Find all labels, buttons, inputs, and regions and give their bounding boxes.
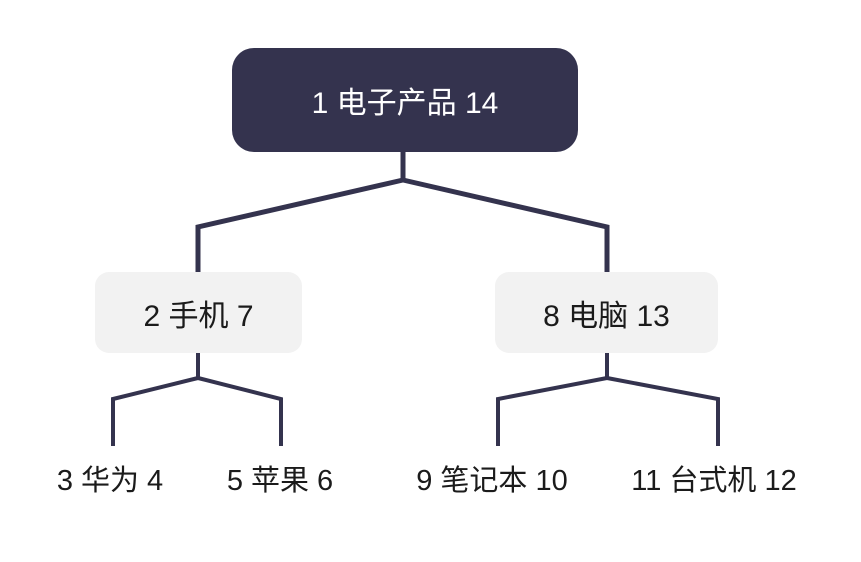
node-leaf-apple[interactable]: 5 苹果 6 [226,465,334,497]
connector-root-to-left-branch [195,177,404,273]
node-leaf-desktop[interactable]: 11 台式机 12 [631,465,797,497]
connector-root-to-right-branch [402,177,610,273]
connector-left-branch-to-leaf-2 [197,376,283,446]
node-leaf-laptop[interactable]: 9 笔记本 10 [416,465,568,497]
node-branch-computer[interactable]: 8 电脑 13 [495,272,718,353]
node-root-electronics[interactable]: 1 电子产品 14 [232,48,578,152]
node-branch-phone[interactable]: 2 手机 7 [95,272,302,353]
connector-left-branch-to-leaf-1 [111,376,199,446]
connector-right-branch-to-leaf-3 [496,376,608,446]
connector-right-branch-to-leaf-4 [606,376,720,446]
node-leaf-huawei[interactable]: 3 华为 4 [56,465,164,497]
